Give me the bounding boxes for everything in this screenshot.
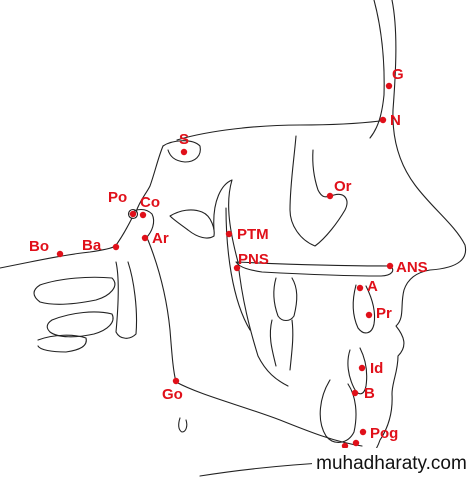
landmark-label-pns: PNS [238,251,269,268]
posterior-cranial-outline [135,145,164,213]
landmark-label-a: A [367,278,378,295]
soft-tissue-profile [361,0,467,463]
upper-molar [273,277,298,322]
landmark-point-n [379,116,387,124]
pterygomaxillary-fissure [213,179,289,387]
landmark-point-ar [141,234,149,242]
landmark-point-b [351,389,359,397]
landmark-point-or [326,192,334,200]
zygomatic-outline [169,209,215,239]
landmark-label-bo: Bo [29,238,49,255]
landmark-point-a [356,284,364,292]
landmark-point-ans [386,262,394,270]
porion-circle [127,208,139,220]
lower-molar [269,319,294,371]
landmark-point-id [358,364,366,372]
upper-incisor [352,284,376,334]
landmark-label-b: B [364,385,375,402]
landmark-label-ptm: PTM [237,226,269,243]
landmark-label-g: G [392,66,404,83]
cervical-vertebra-1 [33,276,116,305]
hard-palate [235,261,394,277]
landmark-label-or: Or [334,178,352,195]
landmark-point-m [341,442,349,450]
landmark-point-ba [112,243,120,251]
landmark-label-po: Po [108,189,127,206]
frontal-nasal-bone [369,0,385,139]
cervical-vertebra-3 [37,334,87,353]
landmark-point-s [180,148,188,156]
landmark-point-go [172,377,180,385]
ramus-border [113,217,133,249]
landmark-label-n: N [390,112,401,129]
mandible-outline [147,239,363,447]
landmark-point-gn [352,439,360,447]
landmark-point-co [139,211,147,219]
mandibular-symphysis [319,379,357,443]
watermark-text: muhadharaty.com [312,448,471,480]
orbit-outline [289,135,348,247]
landmark-point-pog [359,428,367,436]
landmark-label-pr: Pr [376,305,392,322]
landmark-label-go: Go [162,386,183,403]
odontoid-process [115,261,138,339]
landmark-point-pr [365,311,373,319]
landmark-label-pog: Pog [370,425,398,442]
landmark-point-pns [233,264,241,272]
landmark-point-g [385,82,393,90]
pterygoid-plate [225,207,251,331]
landmark-label-ans: ANS [396,259,428,276]
anterior-cranial-base [176,120,381,141]
landmark-point-ptm [225,230,233,238]
landmark-label-ba: Ba [82,237,102,254]
landmark-point-bo [56,250,64,258]
landmark-label-id: Id [370,360,383,377]
lower-incisor [347,347,368,395]
landmark-label-s: S [179,131,189,148]
sella-turcica [162,140,201,163]
cervical-vertebra-2 [46,311,114,338]
hyoid-fragment [178,417,188,433]
landmark-label-co: Co [140,194,160,211]
landmark-point-po [129,210,137,218]
landmark-label-ar: Ar [152,230,169,247]
